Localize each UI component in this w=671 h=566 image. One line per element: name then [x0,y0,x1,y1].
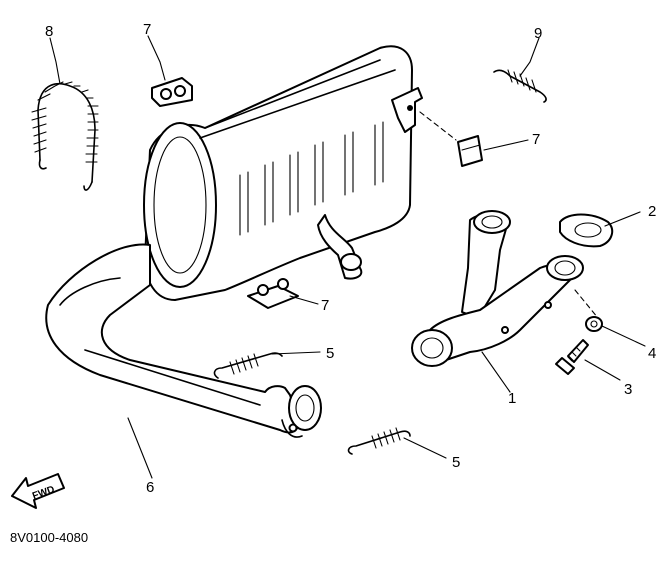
callout-5-upper: 5 [326,345,334,362]
callout-4: 4 [648,345,656,362]
callout-5-lower: 5 [452,454,460,471]
fwd-arrow-icon: FWD [11,473,65,509]
gasket-part [559,213,614,248]
diagram-code: 8V0100-4080 [10,530,88,545]
washer-part [585,316,603,332]
callout-9: 9 [534,25,542,42]
callout-6: 6 [146,479,154,496]
spring-lower-part [347,427,411,455]
callout-8: 8 [45,23,53,40]
muffler-part [45,45,423,438]
damper-bottom-part [247,278,299,309]
spring-upper-part [213,352,283,379]
callout-7-bottom: 7 [321,297,329,314]
callout-3: 3 [624,381,632,398]
spring-small-part [493,69,547,103]
spring-large-part [31,81,99,191]
exhaust-pipe-part [411,210,584,367]
callout-1: 1 [508,390,516,407]
damper-right-part [457,135,483,167]
bolt-part [555,339,589,375]
callout-7-top: 7 [143,21,151,38]
damper-top-part [151,77,193,107]
callout-2: 2 [648,203,656,220]
callout-7-right: 7 [532,131,540,148]
